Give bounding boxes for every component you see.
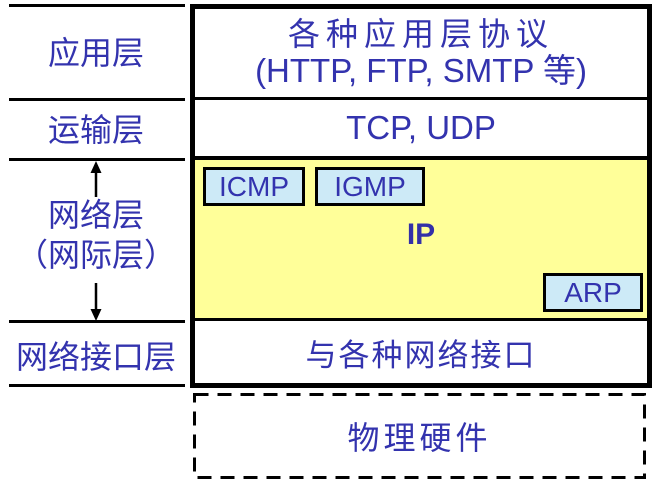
physical-hardware-label: 物理硬件 <box>347 420 492 456</box>
application-protocols-examples: (HTTP, FTP, SMTP 等) <box>255 52 587 89</box>
protocol-stack-box: 各种应用层协议 (HTTP, FTP, SMTP 等) TCP, UDP ICM… <box>190 4 652 388</box>
layer-divider-line <box>9 384 185 387</box>
application-protocols-row: 各种应用层协议 (HTTP, FTP, SMTP 等) <box>195 9 647 97</box>
layer-divider-line <box>9 158 185 161</box>
layer-label-interface: 网络接口层 <box>15 339 176 375</box>
layer-label-transport: 运输层 <box>47 112 144 148</box>
layer-divider-line <box>9 98 185 101</box>
layer-label-network-sub: （网际层） <box>15 237 176 273</box>
network-row: ICMP IGMP IP ARP <box>195 160 647 318</box>
dashed-border <box>193 393 646 479</box>
layer-divider-line <box>9 4 185 7</box>
ip-label: IP <box>406 218 436 251</box>
layer-label-network: 网络层 <box>47 197 144 233</box>
arp-box: ARP <box>543 273 643 312</box>
interface-row-label: 与各种网络接口 <box>305 337 537 373</box>
physical-hardware-box: 物理硬件 <box>193 393 646 479</box>
row-divider-line <box>195 156 647 160</box>
application-protocols-title: 各种应用层协议 <box>287 16 554 52</box>
icmp-label: ICMP <box>219 170 289 202</box>
layer-label-application: 应用层 <box>47 35 144 71</box>
arp-label: ARP <box>564 276 622 308</box>
interface-row: 与各种网络接口 <box>195 321 647 383</box>
up-arrow-icon <box>90 161 102 197</box>
icmp-box: ICMP <box>203 167 305 206</box>
transport-protocols-label: TCP, UDP <box>346 109 496 146</box>
down-arrow-icon <box>90 283 102 321</box>
transport-row: TCP, UDP <box>195 100 647 156</box>
row-divider-line <box>195 318 647 321</box>
row-divider-line <box>195 97 647 100</box>
igmp-box: IGMP <box>315 167 425 206</box>
layer-divider-line <box>9 320 185 323</box>
igmp-label: IGMP <box>334 170 406 202</box>
